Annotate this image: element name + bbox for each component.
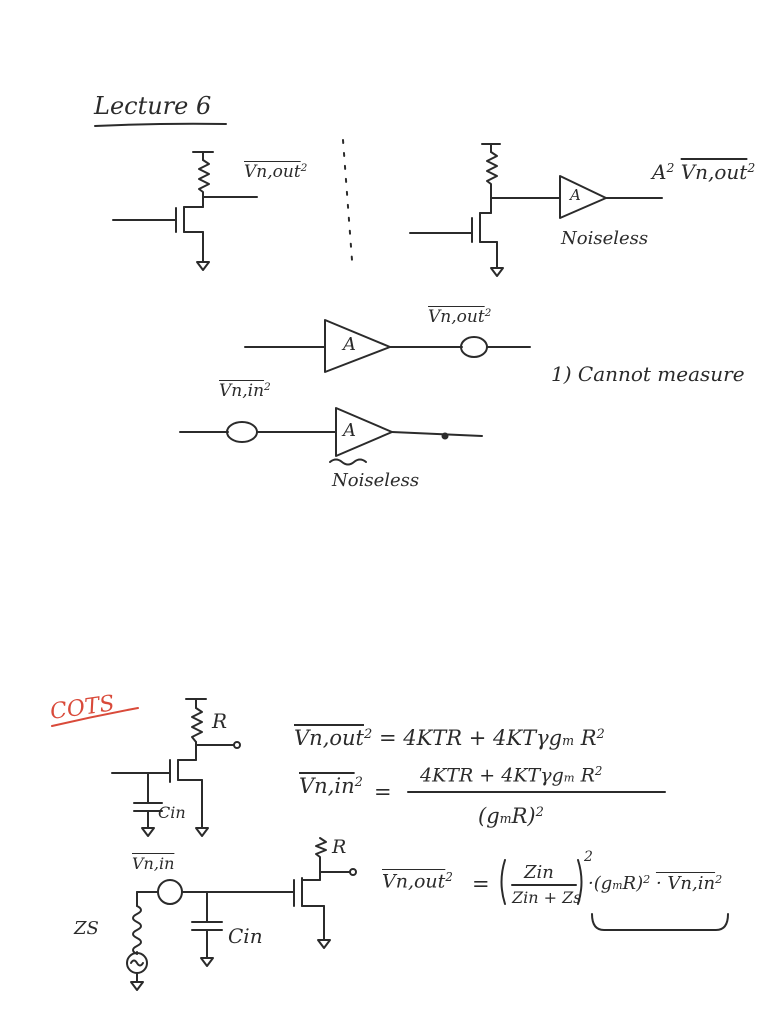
equation-2-denominator: (gmR)2 <box>478 804 544 829</box>
input-referred-noise-circuit <box>179 407 483 466</box>
middle-amp2-label: A <box>343 420 356 441</box>
cots-cin-label: Cin <box>158 803 186 822</box>
output-dot <box>441 432 449 440</box>
equation-3-paren-exponent: 2 <box>584 849 593 865</box>
cots-resistor2-label: R <box>332 836 347 858</box>
amplifier-triangle-2 <box>324 319 391 373</box>
middle-output-label: Vn,out2 <box>428 306 492 327</box>
equation-3-lhs: Vn,out2 <box>382 870 453 893</box>
dotted-divider <box>342 139 353 261</box>
input-noise-source-circle <box>226 421 258 443</box>
resistor-symbol <box>198 159 210 196</box>
equation-2-equals: = <box>374 780 392 804</box>
cannot-measure-note: 1) Cannot measure <box>551 362 745 386</box>
equation-3-frac-denominator: Zin + Zs <box>512 888 582 907</box>
equation-3-equals: = <box>472 872 490 896</box>
cots-source-circuit <box>126 837 357 991</box>
page-title: Lecture 6 <box>94 92 212 120</box>
middle-noiseless-label: Noiseless <box>332 470 420 491</box>
ground-symbol <box>196 261 210 271</box>
top-left-transistor-circuit <box>112 151 258 271</box>
resistor-symbol-2 <box>486 151 498 191</box>
top-right-amp-label: A <box>570 186 581 204</box>
equation-1: Vn,out2 = 4KTR + 4KTγgm R2 <box>294 726 605 751</box>
input-noise-label: Vn,in2 <box>219 380 271 401</box>
eq3-brace <box>591 913 729 931</box>
top-right-output-label: A2 Vn,out2 <box>652 160 756 184</box>
cots-source-label: Vn,in <box>132 854 175 873</box>
top-left-output-label: Vn,out2 <box>244 161 308 182</box>
middle-amp-label: A <box>343 334 356 355</box>
cots-cin2-label: Cin <box>228 924 263 948</box>
title-underline <box>94 122 227 127</box>
noise-source-circle <box>460 336 488 358</box>
squiggle-underline <box>329 458 367 466</box>
cots-underline <box>51 707 139 727</box>
equation-2-numerator: 4KTR + 4KTγgm R2 <box>420 764 603 787</box>
eq3-right-paren <box>577 859 583 905</box>
cots-transistor-circuit <box>111 698 241 837</box>
equation-2-lhs: Vn,in2 <box>299 774 363 799</box>
top-right-circuit <box>409 143 663 277</box>
eq3-left-paren <box>500 859 506 905</box>
top-right-noiseless-label: Noiseless <box>561 228 649 249</box>
middle-output-noise-circuit <box>244 319 531 373</box>
amplifier-triangle <box>559 175 607 219</box>
source-impedance-coil <box>132 905 142 955</box>
amplifier-triangle-3 <box>335 407 393 457</box>
noise-source-circle-2 <box>157 879 183 905</box>
cots-zs-label: ZS <box>74 918 99 939</box>
equation-decorations <box>407 791 729 931</box>
equation-3-frac-numerator: Zin <box>524 862 554 883</box>
cots-resistor-label: R <box>212 709 228 733</box>
equation-3-tail: ·(gmR)2 · Vn,in2 <box>588 873 723 895</box>
